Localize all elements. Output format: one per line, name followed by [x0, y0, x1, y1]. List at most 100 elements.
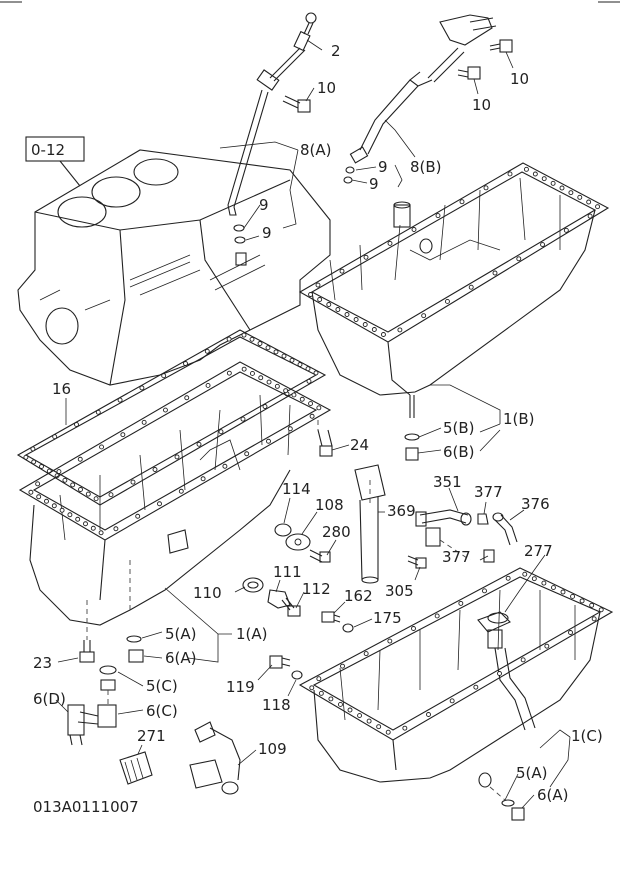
flange-bolt-hole [291, 392, 297, 398]
diagram-id: 013A0111007 [33, 798, 139, 816]
callout-24: 24 [350, 436, 369, 454]
callout-9b-lower: 9 [369, 175, 379, 193]
dipstick-guide-a [227, 12, 317, 266]
flange-bolt-hole [85, 491, 91, 497]
hose-parts [407, 509, 518, 569]
small-parts-center [242, 523, 354, 680]
callouts: 2 10 8(A) 9 9 10 10 9 9 8(B) 16 5(B) 1(B… [33, 42, 603, 816]
flange-bolt-hole [44, 498, 49, 504]
flange-bolt-hole [598, 607, 604, 613]
callout-10a: 10 [317, 79, 336, 97]
flange-bolt-hole [178, 488, 184, 494]
flange-bolt-hole [31, 459, 37, 465]
flange-bolt-hole [77, 456, 83, 462]
flange-bolt-hole [249, 336, 255, 342]
flange-bolt-hole [78, 487, 83, 492]
flange-bolt-hole [468, 284, 474, 290]
flange-bolt-hole [507, 171, 513, 177]
oil-pan-a [18, 361, 333, 746]
flange-bolt-hole [376, 724, 382, 730]
flange-bolt-hole [337, 701, 343, 707]
flange-bolt-hole [318, 690, 324, 696]
flange-bolt-hole [139, 385, 145, 391]
callout-5b: 5(B) [443, 419, 475, 437]
callout-351: 351 [433, 473, 462, 491]
flange-bolt-hole [141, 419, 147, 425]
flange-bolt-hole [426, 712, 431, 717]
callout-280: 280 [322, 523, 351, 541]
flange-bolt-hole [591, 616, 597, 622]
flange-bolt-hole [152, 467, 158, 472]
flange-bolt-hole [262, 404, 268, 409]
flange-bolt-hole [444, 298, 450, 304]
flange-bolt-hole [544, 643, 550, 649]
flange-bolt-hole [520, 657, 526, 663]
flange-bolt-hole [340, 663, 345, 669]
callout-23: 23 [33, 654, 52, 672]
flange-bolt-hole [289, 357, 295, 363]
flange-bolt-hole [353, 317, 359, 322]
callout-2: 2 [331, 42, 341, 60]
callout-6a-right: 6(A) [537, 786, 569, 804]
flange-bolt-hole [563, 227, 569, 233]
flange-bolt-hole [52, 434, 58, 440]
flange-bolt-hole [244, 451, 250, 457]
flange-bolt-hole [117, 397, 123, 403]
flange-bolt-hole [387, 638, 393, 644]
flange-bolt-hole [482, 588, 487, 594]
flange-bolt-hole [70, 482, 76, 488]
callout-5c: 5(C) [146, 677, 178, 695]
flange-bolt-hole [257, 341, 263, 346]
flange-bolt-hole [36, 494, 42, 500]
callout-175: 175 [373, 609, 402, 627]
flange-bolt-hole [435, 213, 441, 219]
flange-bolt-hole [297, 362, 303, 367]
flange-bolt-hole [222, 463, 228, 469]
flange-bolt-hole [74, 422, 79, 427]
flange-bolt-hole [385, 729, 391, 735]
flange-bolt-hole [589, 602, 595, 608]
callout-6b: 6(B) [443, 443, 475, 461]
oil-pan-c [298, 567, 614, 821]
harness-sensor [189, 721, 241, 795]
callout-6c: 6(C) [146, 702, 178, 720]
flange-bolt-hole [459, 199, 465, 205]
flange-bolt-hole [241, 332, 247, 338]
flange-bolt-hole [579, 598, 585, 604]
reference-box [25, 136, 85, 162]
flange-bolt-hole [516, 256, 522, 262]
flange-bolt-hole [411, 626, 416, 631]
flange-bolt-hole [99, 444, 105, 450]
flange-bolt-hole [316, 676, 322, 682]
flange-bolt-hole [75, 516, 81, 522]
flange-bolt-hole [309, 685, 315, 691]
flange-bolt-hole [339, 268, 345, 274]
callout-6d: 6(D) [33, 690, 66, 708]
flange-bolt-hole [67, 512, 73, 518]
flange-bolt-hole [587, 213, 593, 219]
flange-bolt-hole [357, 713, 363, 719]
flange-bolt-hole [586, 199, 592, 205]
flange-bolt-hole [218, 429, 224, 435]
flange-bolt-hole [560, 589, 566, 595]
flange-bolt-hole [434, 613, 440, 619]
callout-277: 277 [524, 542, 553, 560]
callout-376: 376 [521, 495, 550, 513]
callout-369: 369 [387, 502, 416, 520]
flange-bolt-hole [550, 585, 556, 591]
flange-bolt-hole [249, 371, 255, 376]
flange-bolt-hole [83, 521, 88, 527]
flange-bolt-hole [183, 361, 188, 366]
callout-5a-left: 5(A) [165, 625, 197, 643]
flange-bolt-hole [315, 282, 321, 288]
flange-bolt-hole [505, 575, 511, 581]
flange-bolt-hole [30, 446, 36, 452]
flange-bolt-hole [540, 242, 546, 248]
flange-bolt-hole [226, 370, 232, 376]
reference-label: 0-12 [31, 141, 65, 159]
callout-9a-lower: 9 [262, 224, 272, 242]
callout-8b: 8(B) [410, 158, 442, 176]
flange-bolt-hole [492, 270, 498, 276]
flange-bolt-hole [559, 185, 565, 191]
flange-bolt-hole [135, 513, 141, 519]
